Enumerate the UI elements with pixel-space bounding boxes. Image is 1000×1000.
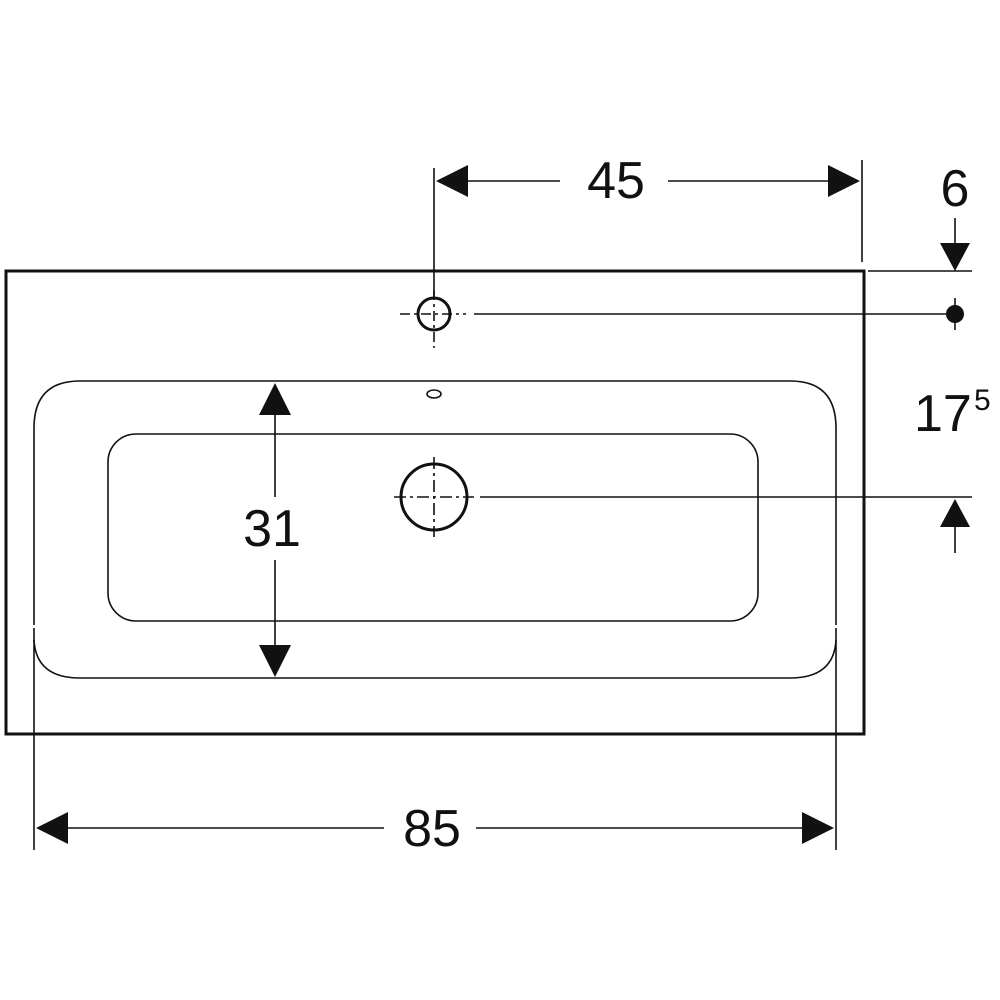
dim-6-arrow-down [940, 243, 970, 271]
dim-6-label: 6 [941, 160, 970, 218]
dim-17-5-superscript: 5 [974, 384, 991, 417]
dim-45-arrow-right [828, 165, 860, 197]
dim-17-5-arrow-up [940, 499, 970, 527]
inner-basin [107, 433, 759, 622]
dim-17-5-label: 17 [914, 385, 972, 443]
dim-85-arrow-right [802, 812, 834, 844]
dim-45-arrow-left [436, 165, 468, 197]
dim-85-label: 85 [403, 800, 461, 858]
bowl-outer-rim [33, 380, 837, 625]
dim-45-label: 45 [587, 152, 645, 210]
overflow-hole [426, 389, 442, 399]
countertop-outline [4, 269, 866, 736]
dim-31-arrow-down [259, 645, 291, 677]
dim-31-arrow-up [259, 383, 291, 415]
dim-85-arrow-left [36, 812, 68, 844]
bowl-outer-rim-bottom [33, 639, 837, 679]
dim-31-label: 31 [243, 500, 301, 558]
